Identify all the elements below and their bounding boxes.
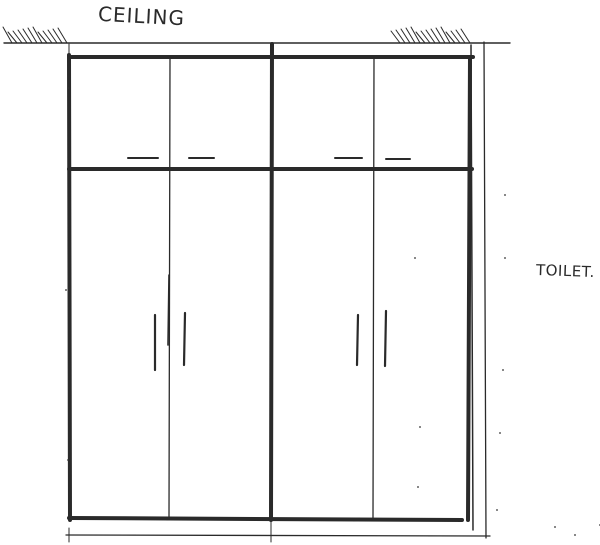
hatch-stroke <box>395 29 406 44</box>
hatch-stroke <box>420 30 431 44</box>
ceiling-hatching-right <box>390 26 471 44</box>
hatch-stroke <box>2 26 13 44</box>
construction-lines <box>68 43 272 537</box>
hatch-stroke <box>460 28 471 44</box>
sketch-dot <box>504 257 506 259</box>
sketch-dot <box>65 289 67 291</box>
door-handles <box>153 274 388 372</box>
sketch-dot <box>504 194 506 196</box>
wardrobe-frame <box>67 42 475 522</box>
loft-handles <box>127 157 411 160</box>
hatch-stroke <box>42 30 53 44</box>
sketch-dot <box>496 509 498 511</box>
sketch-dot <box>499 432 501 434</box>
hatch-stroke <box>52 28 63 44</box>
sketch-dot <box>419 426 421 428</box>
floor-line <box>65 527 491 543</box>
door-handle <box>182 311 187 367</box>
sketch-dot <box>502 369 504 371</box>
sketch-dots <box>65 87 600 536</box>
hatch-stroke <box>32 26 43 44</box>
hatch-stroke <box>27 27 38 44</box>
ceiling-hatching-left <box>2 26 68 44</box>
hatch-stroke <box>410 26 421 44</box>
sketch-dot <box>574 534 576 536</box>
hatch-stroke <box>435 27 446 44</box>
hatch-stroke <box>425 29 436 44</box>
hatch-stroke <box>47 29 58 44</box>
hatch-stroke <box>430 28 441 44</box>
hatch-stroke <box>12 30 23 44</box>
hatch-stroke <box>37 31 48 44</box>
door-handle <box>383 309 388 368</box>
hatch-stroke <box>400 28 411 44</box>
hatch-stroke <box>7 31 18 44</box>
right-wall-lines <box>470 41 487 539</box>
door-handle <box>355 313 360 367</box>
sketch-dot <box>67 459 69 461</box>
hatch-stroke <box>455 29 466 44</box>
hatch-stroke <box>415 31 426 44</box>
sketch-dot <box>67 87 69 89</box>
hatch-stroke <box>17 29 28 44</box>
hatch-stroke <box>405 27 416 44</box>
ceiling-label: CEILING <box>97 1 186 31</box>
hatch-stroke <box>57 27 68 44</box>
sketch-dot <box>414 257 416 259</box>
sketch-dot <box>554 526 556 528</box>
toilet-label: TOILET. <box>535 260 596 282</box>
sketch-dot <box>417 486 419 488</box>
door-handle-stroke <box>167 274 170 346</box>
hatch-stroke <box>450 30 461 44</box>
hatch-stroke <box>445 31 456 44</box>
hatch-stroke <box>390 30 401 44</box>
hatch-stroke <box>22 28 33 44</box>
hatch-stroke <box>440 26 451 44</box>
